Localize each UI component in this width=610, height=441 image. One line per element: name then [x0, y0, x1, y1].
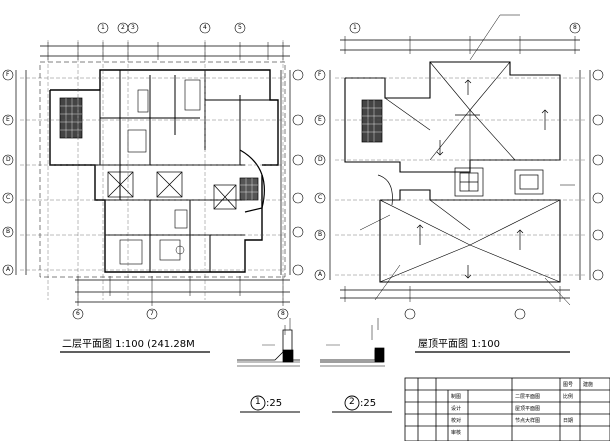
axis-label: 8 [281, 310, 285, 317]
roof-plan [314, 14, 604, 320]
title-block-role: 设计 [451, 406, 462, 412]
title-block-field: 图号 [563, 382, 574, 388]
detail-1-scale: :25 [266, 398, 283, 409]
title-block-field: 日期 [563, 418, 574, 424]
axis-label: D [6, 156, 11, 163]
detail-2-scale: :25 [360, 398, 377, 409]
detail-1-number: 1 [255, 397, 261, 407]
roof-plan-title: 屋顶平面图 1:100 [418, 339, 500, 350]
axis-label: 1 [101, 24, 105, 31]
axis-label: C [6, 194, 11, 201]
axis-label: 4 [203, 24, 207, 31]
axis-label: 7 [150, 310, 154, 317]
title-block-drawing-name: 二层平面图 [515, 394, 541, 400]
axis-label: E [318, 116, 322, 123]
title-block [404, 377, 610, 441]
axis-label: D [318, 156, 323, 163]
axis-label: 2 [121, 24, 125, 31]
axis-label: 8 [573, 24, 577, 31]
title-block-drawing-name: 屋顶平面图 [515, 406, 541, 412]
left-floor-plan [2, 22, 304, 320]
axis-label: 6 [76, 310, 80, 317]
title-block-role: 校对 [451, 418, 462, 424]
axis-label: B [318, 231, 323, 238]
title-block-drawing-name: 节点大样图 [515, 418, 541, 424]
detail-1-section [237, 318, 300, 413]
detail-2-number: 2 [349, 397, 355, 407]
axis-label: A [318, 271, 323, 278]
axis-label: A [6, 266, 11, 273]
axis-label: 1 [353, 24, 357, 31]
axis-label: E [6, 116, 10, 123]
detail-2-section [320, 318, 392, 413]
axis-label: B [6, 228, 11, 235]
axis-label: F [6, 71, 10, 78]
title-block-role: 制图 [451, 394, 462, 400]
title-block-code: 建施 [583, 382, 594, 388]
axis-label: 3 [131, 24, 135, 31]
title-block-role: 审核 [451, 430, 462, 436]
axis-label: F [318, 71, 322, 78]
floor-plan-title: 二层平面图 1:100 (241.28M [62, 339, 195, 350]
axis-label: C [318, 194, 323, 201]
title-block-field: 比例 [563, 394, 574, 400]
axis-label: 5 [238, 24, 242, 31]
